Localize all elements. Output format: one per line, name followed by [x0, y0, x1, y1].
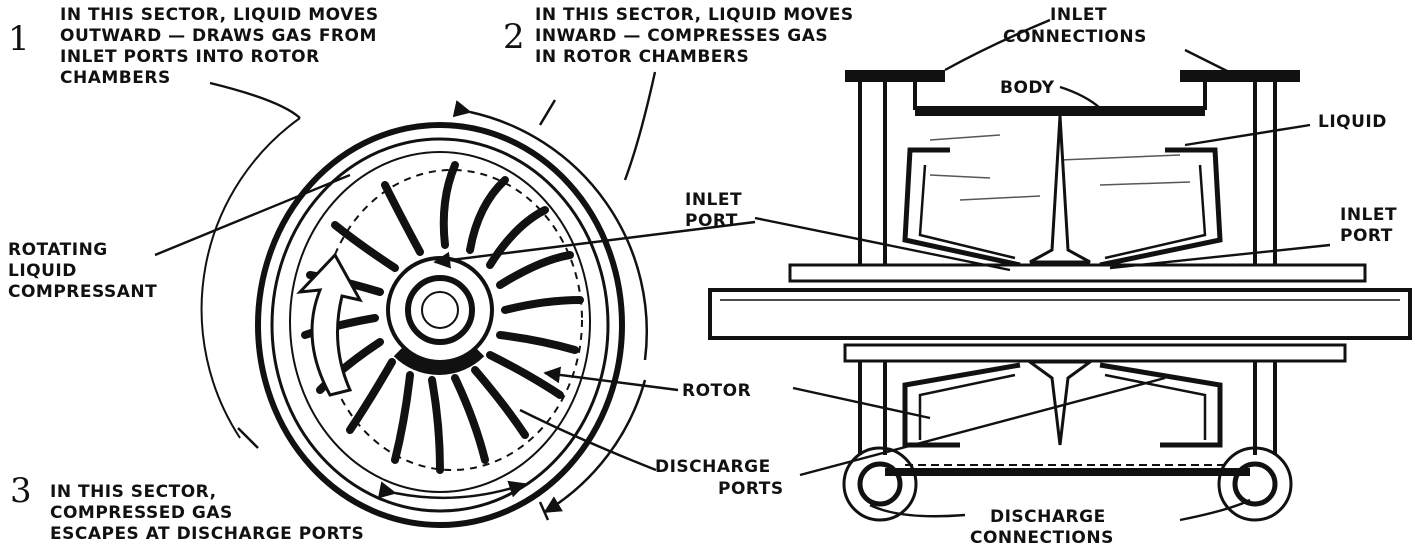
sector-3-line-1: IN THIS SECTOR, [50, 482, 217, 502]
hub-upper [788, 263, 1367, 283]
hub-ring [405, 275, 475, 345]
svg-text:INLET: INLET [1050, 5, 1107, 25]
discharge-connection-left [842, 446, 918, 522]
sector-3-bracket [377, 480, 527, 500]
rotor-blades [301, 161, 584, 474]
rotor-cup-lower-right [1099, 362, 1223, 448]
svg-text:INLET: INLET [1340, 205, 1397, 225]
label-inlet-connections: INLET CONNECTIONS [1003, 5, 1147, 47]
svg-text:PORTS: PORTS [718, 479, 784, 499]
sector-2-line-2: INWARD — COMPRESSES GAS [535, 26, 828, 46]
rotor-cup-upper-left [902, 147, 1021, 268]
sector-1-line-2: OUTWARD — DRAWS GAS FROM [60, 26, 377, 46]
label-sector-2: 2 IN THIS SECTOR, LIQUID MOVES INWARD — … [503, 5, 854, 67]
sector-1-line-3: INLET PORTS INTO ROTOR [60, 47, 320, 67]
inlet-flange-left [845, 70, 945, 82]
leader-lines [154, 18, 1331, 522]
svg-text:CONNECTIONS: CONNECTIONS [970, 528, 1114, 548]
svg-text:PORT: PORT [1340, 226, 1393, 246]
liquid-ring [321, 169, 583, 471]
shaft-end [421, 291, 459, 329]
shaft [708, 288, 1412, 340]
svg-text:CONNECTIONS: CONNECTIONS [1003, 27, 1147, 47]
pump-section-view [708, 70, 1412, 522]
rotor-end-view [200, 99, 648, 528]
discharge-connection-left-inner [857, 461, 903, 507]
svg-text:ROTATING: ROTATING [8, 240, 108, 260]
svg-text:DISCHARGE: DISCHARGE [990, 507, 1106, 527]
body-bottom-wall [885, 468, 1250, 476]
inlet-flange-right [1180, 70, 1300, 82]
label-inlet-port-right: INLET PORT [1340, 205, 1397, 246]
rotor-cup-lower-left [902, 362, 1021, 448]
sector-1-line-1: IN THIS SECTOR, LIQUID MOVES [60, 5, 379, 25]
label-rotating-liquid: ROTATING LIQUID COMPRESSANT [8, 240, 157, 302]
discharge-connection-right-inner [1232, 461, 1278, 507]
sector-arc-outer [200, 117, 301, 439]
sector-3-arc [543, 379, 647, 514]
svg-text:DISCHARGE: DISCHARGE [655, 457, 771, 477]
label-sector-1: 1 IN THIS SECTOR, LIQUID MOVES OUTWARD —… [8, 5, 379, 88]
sector-2-arc-arrow [452, 100, 648, 361]
sector-2-number: 2 [503, 17, 525, 57]
rotor-web-upper [1029, 115, 1091, 264]
body-top-wall [915, 106, 1205, 116]
sector-2-line-1: IN THIS SECTOR, LIQUID MOVES [535, 5, 854, 25]
svg-text:COMPRESSANT: COMPRESSANT [8, 282, 157, 302]
sector-3-line-3: ESCAPES AT DISCHARGE PORTS [50, 524, 364, 544]
label-discharge-ports: DISCHARGE PORTS [655, 457, 784, 499]
sector-1-line-4: CHAMBERS [60, 68, 171, 88]
sector-2-line-3: IN ROTOR CHAMBERS [535, 47, 749, 67]
outer-casing [255, 122, 625, 528]
label-rotor: ROTOR [682, 381, 751, 401]
sector-1-number: 1 [8, 19, 30, 59]
rotor-web-lower [1025, 360, 1095, 446]
sector-3-number: 3 [10, 471, 32, 511]
hub-lower [843, 343, 1347, 363]
label-sector-3: 3 IN THIS SECTOR, COMPRESSED GAS ESCAPES… [10, 471, 364, 544]
label-liquid: LIQUID [1318, 112, 1387, 132]
rotor-cup-upper-right [1099, 147, 1223, 268]
svg-text:LIQUID: LIQUID [8, 261, 77, 281]
label-inlet-port-center: INLET PORT [685, 190, 742, 231]
discharge-port-arc [393, 347, 485, 375]
discharge-connection-right [1217, 446, 1293, 522]
svg-text:INLET: INLET [685, 190, 742, 210]
label-discharge-connections: DISCHARGE CONNECTIONS [970, 507, 1114, 548]
label-body: BODY [1000, 78, 1055, 98]
svg-text:PORT: PORT [685, 211, 738, 231]
sector-3-line-2: COMPRESSED GAS [50, 503, 233, 523]
casing-inner-ring [270, 137, 610, 513]
rotation-arrow-icon [296, 252, 363, 397]
